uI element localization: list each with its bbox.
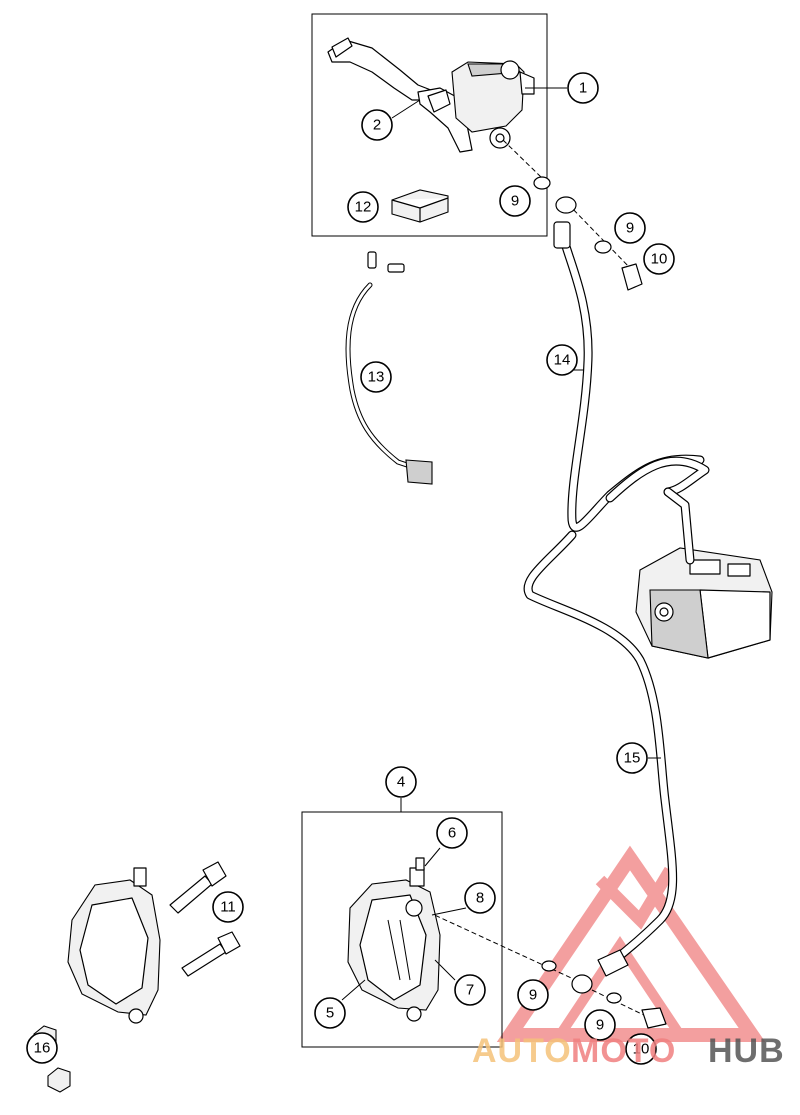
leader-6 (424, 847, 441, 867)
svg-text:10: 10 (633, 1041, 650, 1058)
watermark-text-hub: HUB (708, 1032, 785, 1070)
nut-lower (47, 1067, 71, 1093)
banjo-bolt-bottom (641, 1007, 667, 1029)
master-cylinder-box (311, 13, 548, 237)
svg-text:15: 15 (624, 750, 641, 767)
sensor-wire-13 (345, 251, 433, 485)
assembly-line-top (502, 139, 543, 179)
brake-caliper-part (347, 857, 441, 1022)
brake-caliper-left (67, 867, 161, 1024)
callout-9-bottom-right: 9 (584, 1009, 616, 1041)
callout-16: 16 (26, 1032, 58, 1064)
svg-text:10: 10 (651, 251, 668, 268)
watermark-text-auto: AUTO (472, 1032, 572, 1070)
assembly-line-top-2 (567, 203, 633, 271)
svg-text:9: 9 (596, 1017, 604, 1034)
caliper-bolt-lower (181, 931, 241, 977)
callout-11: 11 (212, 891, 244, 923)
callout-8: 8 (464, 882, 496, 914)
callout-9-top-left: 9 (499, 185, 531, 217)
svg-text:9: 9 (511, 193, 519, 210)
brake-hose-15 (523, 530, 678, 977)
callout-9-top-right: 9 (614, 212, 646, 244)
banjo-bottom (571, 974, 593, 994)
callout-6: 6 (436, 817, 468, 849)
callout-10-top: 10 (643, 243, 675, 275)
svg-text:5: 5 (326, 1005, 334, 1022)
svg-text:1: 1 (579, 80, 587, 97)
svg-text:12: 12 (355, 199, 372, 216)
svg-text:16: 16 (34, 1040, 51, 1057)
leader-7 (434, 959, 456, 981)
callout-4: 4 (385, 766, 417, 798)
callout-1: 1 (567, 72, 599, 104)
washer-top-2 (594, 240, 612, 254)
washer-bottom-1 (541, 960, 557, 972)
svg-text:11: 11 (220, 899, 236, 916)
callout-7: 7 (454, 974, 486, 1006)
svg-text:7: 7 (466, 982, 474, 999)
banjo-top (555, 196, 577, 214)
callout-5: 5 (314, 997, 346, 1029)
callout-15: 15 (616, 742, 648, 774)
svg-text:2: 2 (373, 117, 381, 134)
svg-text:4: 4 (397, 774, 405, 791)
caliper-bolt-upper (169, 861, 227, 914)
callout-10-bottom: 10 (625, 1033, 657, 1065)
brake-hose-14 (553, 221, 710, 532)
callout-14: 14 (546, 344, 578, 376)
svg-text:9: 9 (626, 220, 634, 237)
watermark-text-moto: MOTO (571, 1032, 676, 1070)
leader-5 (341, 979, 366, 1001)
assembly-line-bottom (427, 911, 581, 983)
washer-top-1 (533, 176, 551, 190)
callout-12: 12 (347, 191, 379, 223)
callout-13: 13 (360, 361, 392, 393)
abs-unit (635, 487, 773, 659)
callout-2: 2 (361, 109, 393, 141)
leader-8 (431, 907, 467, 916)
svg-text:14: 14 (554, 352, 571, 369)
assembly-line-bottom-2 (591, 989, 651, 1019)
leader-2 (391, 99, 421, 119)
svg-text:9: 9 (529, 987, 537, 1004)
washer-bottom-2 (606, 992, 622, 1004)
watermark-text: AUTO MOTO HUB (472, 1032, 785, 1070)
banjo-bolt-top (621, 263, 643, 291)
svg-text:13: 13 (368, 369, 385, 386)
relay-part (391, 189, 449, 223)
master-cylinder-part (327, 37, 535, 153)
svg-text:6: 6 (448, 825, 456, 842)
brake-caliper-box (301, 811, 503, 1048)
callout-9-bottom-left: 9 (517, 979, 549, 1011)
svg-text:8: 8 (476, 890, 484, 907)
